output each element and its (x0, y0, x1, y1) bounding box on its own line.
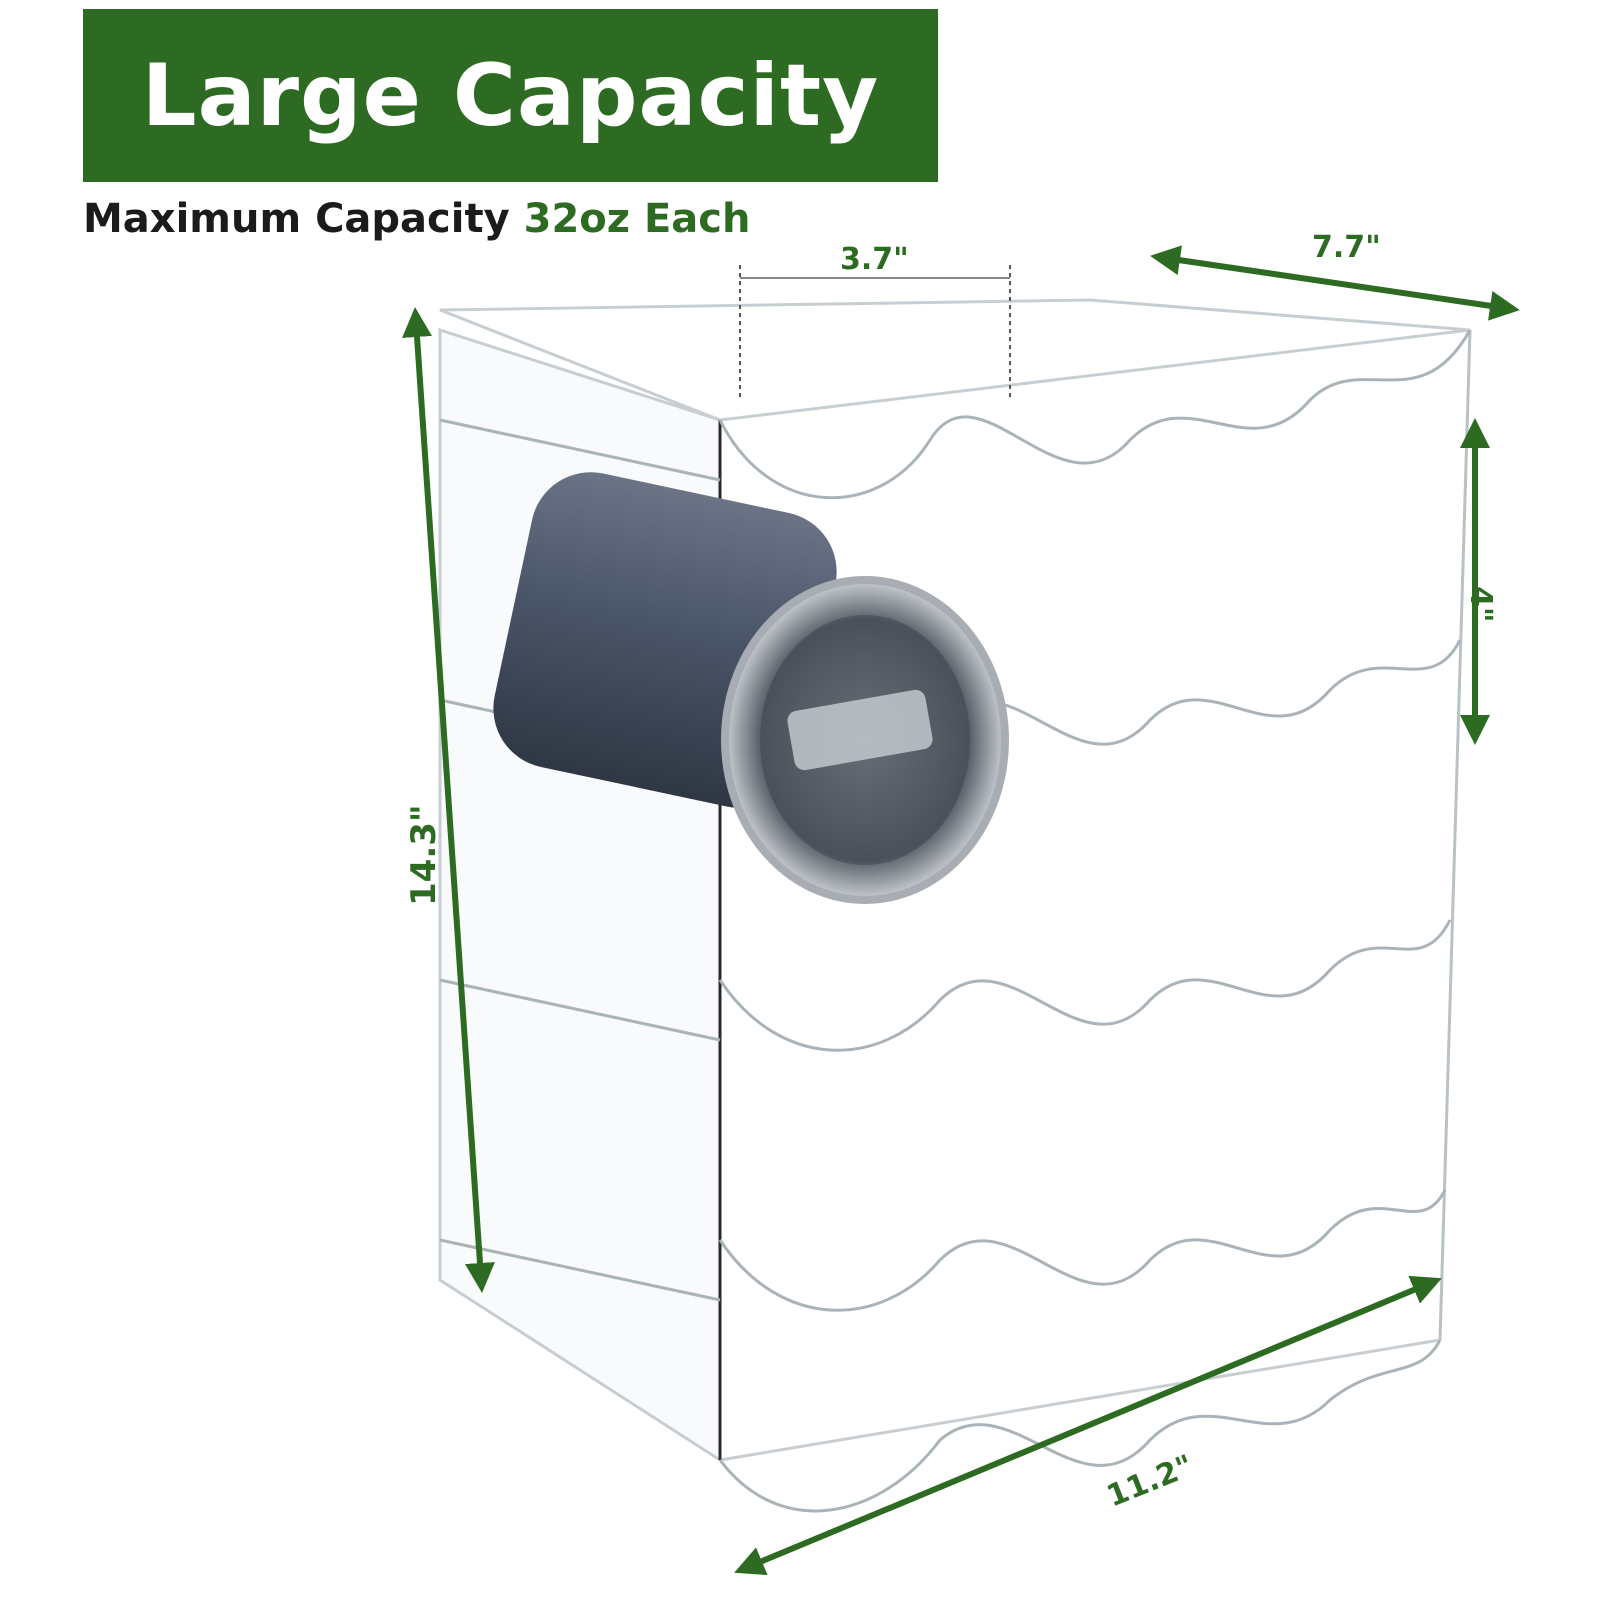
shelf-spacing-label: 4" (1463, 586, 1498, 623)
subtitle-text: Maximum Capacity (83, 196, 510, 242)
width-arrow (734, 1275, 1442, 1576)
banner-title: Large Capacity (141, 45, 880, 146)
height-label: 14.3" (404, 804, 444, 906)
title-banner: Large Capacity (83, 9, 938, 182)
depth-label: 7.7" (1312, 230, 1381, 265)
depth-arrow (1150, 245, 1520, 321)
dimension-arrows (402, 245, 1520, 1576)
tumbler-bottle (493, 472, 1009, 904)
slot-width-label: 3.7" (840, 242, 909, 277)
capacity-subtitle: Maximum Capacity 32oz Each (83, 196, 750, 242)
height-arrow (402, 307, 495, 1293)
slot-width-guides (739, 265, 1011, 400)
subtitle-highlight: 32oz Each (523, 196, 751, 242)
